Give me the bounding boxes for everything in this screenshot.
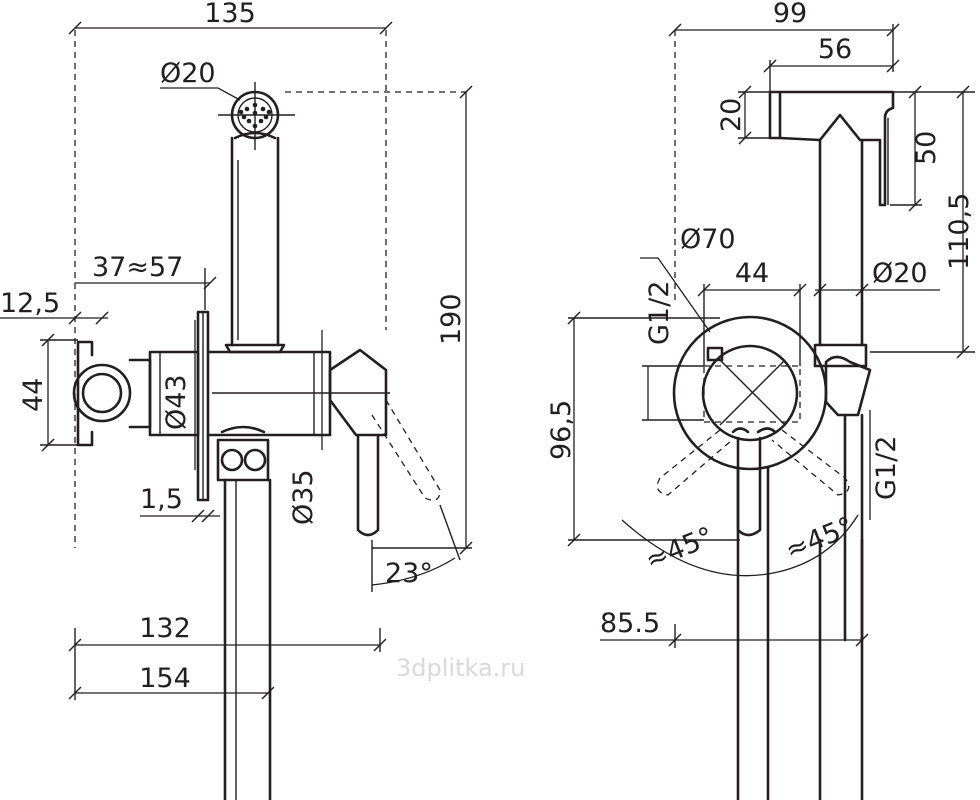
- dim-plate-thickness: 1,5: [140, 484, 183, 515]
- lever-left-45: [656, 429, 733, 496]
- dim-head-depth: 50: [911, 131, 942, 165]
- left-view: 135 Ø20: [0, 0, 473, 800]
- lever-right-45: [771, 429, 850, 496]
- dim-block-height: 44: [18, 378, 49, 412]
- hose: [223, 478, 272, 800]
- dim-hose-diameter: Ø20: [872, 258, 928, 289]
- lever-base: [328, 348, 388, 437]
- bottom-hose-right: [818, 538, 864, 800]
- dim-head-height: 20: [716, 98, 747, 132]
- angle-arc-23: [371, 557, 456, 586]
- dim-plate-diameter: Ø70: [680, 224, 736, 255]
- dim-lever-angle: 23°: [385, 558, 433, 589]
- dim-mount-range: 37≈57: [92, 252, 183, 283]
- dim-depth-154: 154: [139, 663, 191, 694]
- dim-shower-diameter: Ø20: [160, 58, 216, 89]
- dim-mount-height: 96,5: [546, 400, 577, 460]
- connector-ring: [72, 363, 132, 423]
- dim-135-label: 135: [204, 0, 256, 29]
- lever-center: [736, 436, 762, 537]
- mixer-circle: [701, 344, 799, 442]
- dim-height-110-5: 110,5: [944, 193, 975, 270]
- right-view: 99 56 20 50 110,5: [546, 0, 975, 800]
- dim-99-label: 99: [773, 0, 807, 29]
- watermark: 3dplitka.ru: [396, 654, 525, 682]
- head-nozzle: [768, 90, 782, 140]
- dim-thread-left: G1/2: [644, 281, 675, 345]
- lever-handle: [356, 433, 380, 537]
- angle-arc-right: [777, 514, 859, 573]
- dim-wall-offset: 12,5: [0, 288, 60, 319]
- hose-nut: [216, 438, 270, 482]
- dim-depth-132: 132: [139, 613, 191, 644]
- shower-holes: [238, 102, 272, 129]
- dim-bottom-85-5: 85.5: [600, 608, 660, 639]
- small-symbol: [706, 346, 724, 362]
- angle-arc-left: [621, 519, 779, 577]
- dim-flange-diameter: Ø43: [161, 374, 192, 430]
- dim-56-label: 56: [818, 34, 852, 65]
- dim-height-190: 190: [436, 293, 467, 345]
- dim-center-width: 44: [735, 258, 769, 289]
- dim-angle-left: ≈45°: [641, 521, 718, 576]
- shower-handle: [230, 136, 280, 347]
- dim-body-diameter: Ø35: [288, 469, 319, 525]
- lever-tilted-dashed: [371, 399, 441, 501]
- cartridge: [128, 358, 152, 429]
- holder-tube: [818, 138, 864, 347]
- bottom-hose-left: [736, 466, 770, 800]
- wall-plate: [196, 310, 210, 502]
- wall-block: [76, 340, 94, 447]
- dim-thread-right: G1/2: [871, 436, 902, 500]
